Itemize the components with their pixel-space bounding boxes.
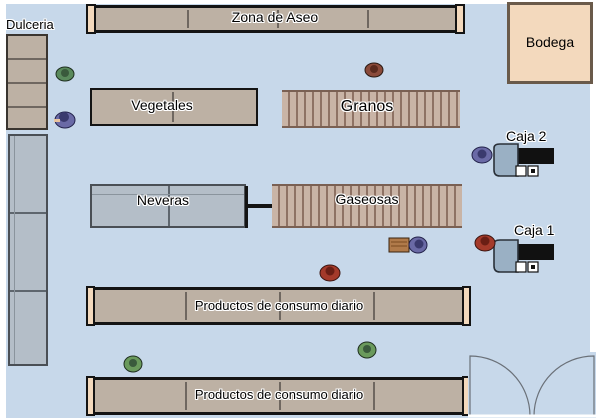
shopper-green-bottomleft bbox=[123, 355, 143, 373]
fridge-glass-line bbox=[92, 194, 244, 195]
dulceria-shelf bbox=[6, 34, 48, 130]
shopper-red-center bbox=[319, 264, 341, 282]
dulceria-label: Dulceria bbox=[6, 17, 54, 32]
fridge-glass-line bbox=[14, 136, 15, 364]
entrance-double-door bbox=[468, 352, 596, 418]
fridge-divider bbox=[168, 186, 170, 226]
caja-1-label: Caja 1 bbox=[514, 222, 555, 238]
fridge-divider bbox=[10, 290, 46, 292]
granos-label: Granos bbox=[340, 98, 394, 115]
caja-1-register bbox=[493, 239, 554, 273]
aseo-endcap-left bbox=[86, 4, 96, 34]
vegetales-shelf bbox=[90, 88, 258, 126]
shelf-segment bbox=[367, 10, 369, 28]
bodega-label: Bodega bbox=[525, 34, 575, 50]
door-floor bbox=[468, 352, 596, 418]
consumo-diario-label-1: Productos de consumo diario bbox=[194, 298, 364, 313]
shopper-brown-granos bbox=[364, 62, 384, 78]
neveras-connector-post bbox=[245, 186, 248, 228]
shelf-segment bbox=[185, 292, 187, 320]
shelf-segment bbox=[185, 382, 187, 410]
right-wall bbox=[590, 0, 596, 418]
door-swing-right bbox=[533, 355, 595, 417]
shelf-segment bbox=[279, 292, 281, 320]
shelf-divider bbox=[8, 82, 46, 84]
bodega-room bbox=[507, 2, 593, 84]
consumo-diario-shelf-2 bbox=[88, 377, 470, 415]
shopper-with-cart bbox=[388, 236, 428, 254]
shelf-segment bbox=[279, 382, 281, 410]
caja-1-counter bbox=[493, 239, 519, 273]
gaseosas-label: Gaseosas bbox=[335, 191, 399, 207]
fridge-divider bbox=[10, 212, 46, 214]
caja-2-register bbox=[493, 143, 554, 177]
shelf-segment bbox=[373, 292, 375, 320]
shelf-divider bbox=[8, 106, 46, 108]
vegetales-label: Vegetales bbox=[131, 97, 193, 113]
shopper-purple-caja2 bbox=[471, 146, 493, 164]
shopper-red-caja1 bbox=[474, 234, 496, 252]
zona-aseo-shelf bbox=[88, 5, 462, 33]
shelf-segment bbox=[277, 10, 279, 28]
left-wall-fridges bbox=[8, 134, 48, 366]
shelf-segment bbox=[187, 10, 189, 28]
neveras-connector-bar bbox=[246, 204, 274, 208]
consumo-diario-label-2: Productos de consumo diario bbox=[194, 387, 364, 402]
shopper-purple-left bbox=[54, 111, 76, 129]
caja-2-counter bbox=[493, 143, 519, 177]
caja-1-bag bbox=[515, 261, 527, 273]
consumo-1-endcap-left bbox=[86, 286, 95, 326]
door-swing-left bbox=[469, 355, 531, 417]
granos-shelf bbox=[282, 90, 460, 128]
consumo-2-endcap-left bbox=[86, 376, 95, 416]
neveras-label: Neveras bbox=[136, 192, 190, 208]
aseo-endcap-right bbox=[455, 4, 465, 34]
shopper-green-bottomright bbox=[357, 341, 377, 359]
caja-2-conveyor bbox=[512, 148, 554, 164]
top-wall bbox=[0, 0, 596, 4]
gaseosas-shelf bbox=[272, 184, 462, 228]
shelf-segment bbox=[373, 382, 375, 410]
left-wall bbox=[0, 0, 6, 418]
shelf-segment bbox=[172, 92, 174, 122]
zona-aseo-label: Zona de Aseo bbox=[231, 9, 319, 25]
shopper-green-topleft bbox=[55, 66, 75, 82]
caja-2-bag bbox=[515, 165, 527, 177]
caja-1-scanner-window bbox=[531, 265, 535, 269]
caja-1-conveyor bbox=[512, 244, 554, 260]
caja-2-scanner-window bbox=[531, 169, 535, 173]
consumo-1-endcap-right bbox=[462, 286, 471, 326]
caja-2-label: Caja 2 bbox=[506, 128, 547, 144]
shelf-divider bbox=[8, 58, 46, 60]
